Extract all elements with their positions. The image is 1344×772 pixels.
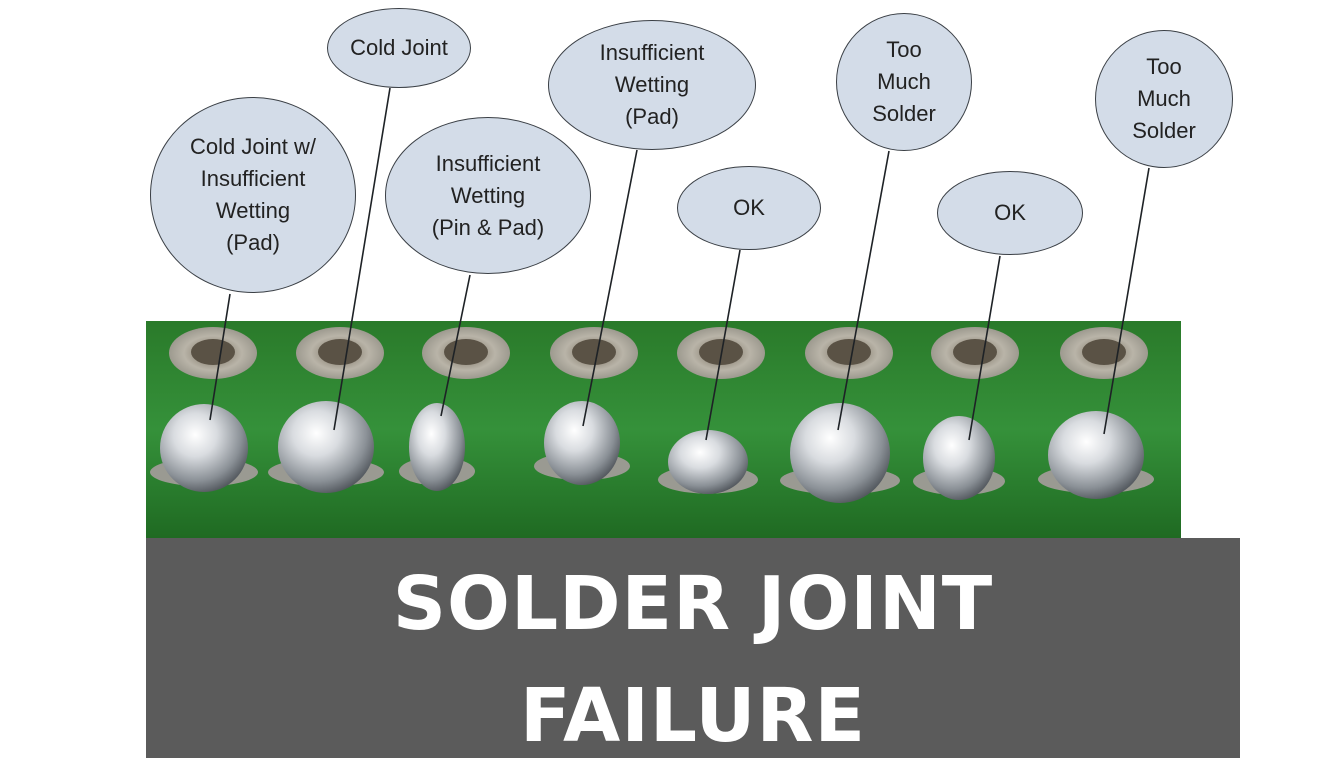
label-too-much-solder-1: Too Much Solder xyxy=(836,13,972,151)
leader-line xyxy=(1103,167,1150,435)
solder-joint xyxy=(160,404,248,492)
solder-joint xyxy=(790,403,890,503)
solder-joint xyxy=(923,416,995,500)
leader-line xyxy=(968,255,1001,441)
solder-joint xyxy=(278,401,374,493)
pcb-pad-hole xyxy=(318,339,362,365)
pcb-pad-hole xyxy=(1082,339,1126,365)
title-banner xyxy=(146,538,1240,758)
label-too-much-solder-2: Too Much Solder xyxy=(1095,30,1233,168)
leader-line xyxy=(209,293,231,421)
pcb-pad-hole xyxy=(953,339,997,365)
banner-title: SOLDER JOINT FAILURE xyxy=(392,561,994,759)
label-ok-1: OK xyxy=(677,166,821,250)
solder-joint xyxy=(544,401,620,485)
label-ok-2: OK xyxy=(937,171,1083,255)
leader-line xyxy=(582,149,638,427)
pcb-pad-hole xyxy=(191,339,235,365)
label-insufficient-wetting-pin-pad: Insufficient Wetting (Pin & Pad) xyxy=(385,117,591,274)
solder-joint xyxy=(668,430,748,494)
pcb-pad-hole xyxy=(827,339,871,365)
pcb-pad-hole xyxy=(572,339,616,365)
label-cold-joint: Cold Joint xyxy=(327,8,471,88)
leader-line xyxy=(837,150,890,431)
leader-line xyxy=(705,249,741,441)
solder-joint xyxy=(1048,411,1144,499)
leader-line xyxy=(333,87,391,431)
label-insufficient-wetting-pad: Insufficient Wetting (Pad) xyxy=(548,20,756,150)
solder-joint xyxy=(409,403,465,491)
label-cold-joint-insufficient-wetting-pad: Cold Joint w/ Insufficient Wetting (Pad) xyxy=(150,97,356,293)
leader-line xyxy=(440,274,471,417)
pcb-pad-hole xyxy=(444,339,488,365)
